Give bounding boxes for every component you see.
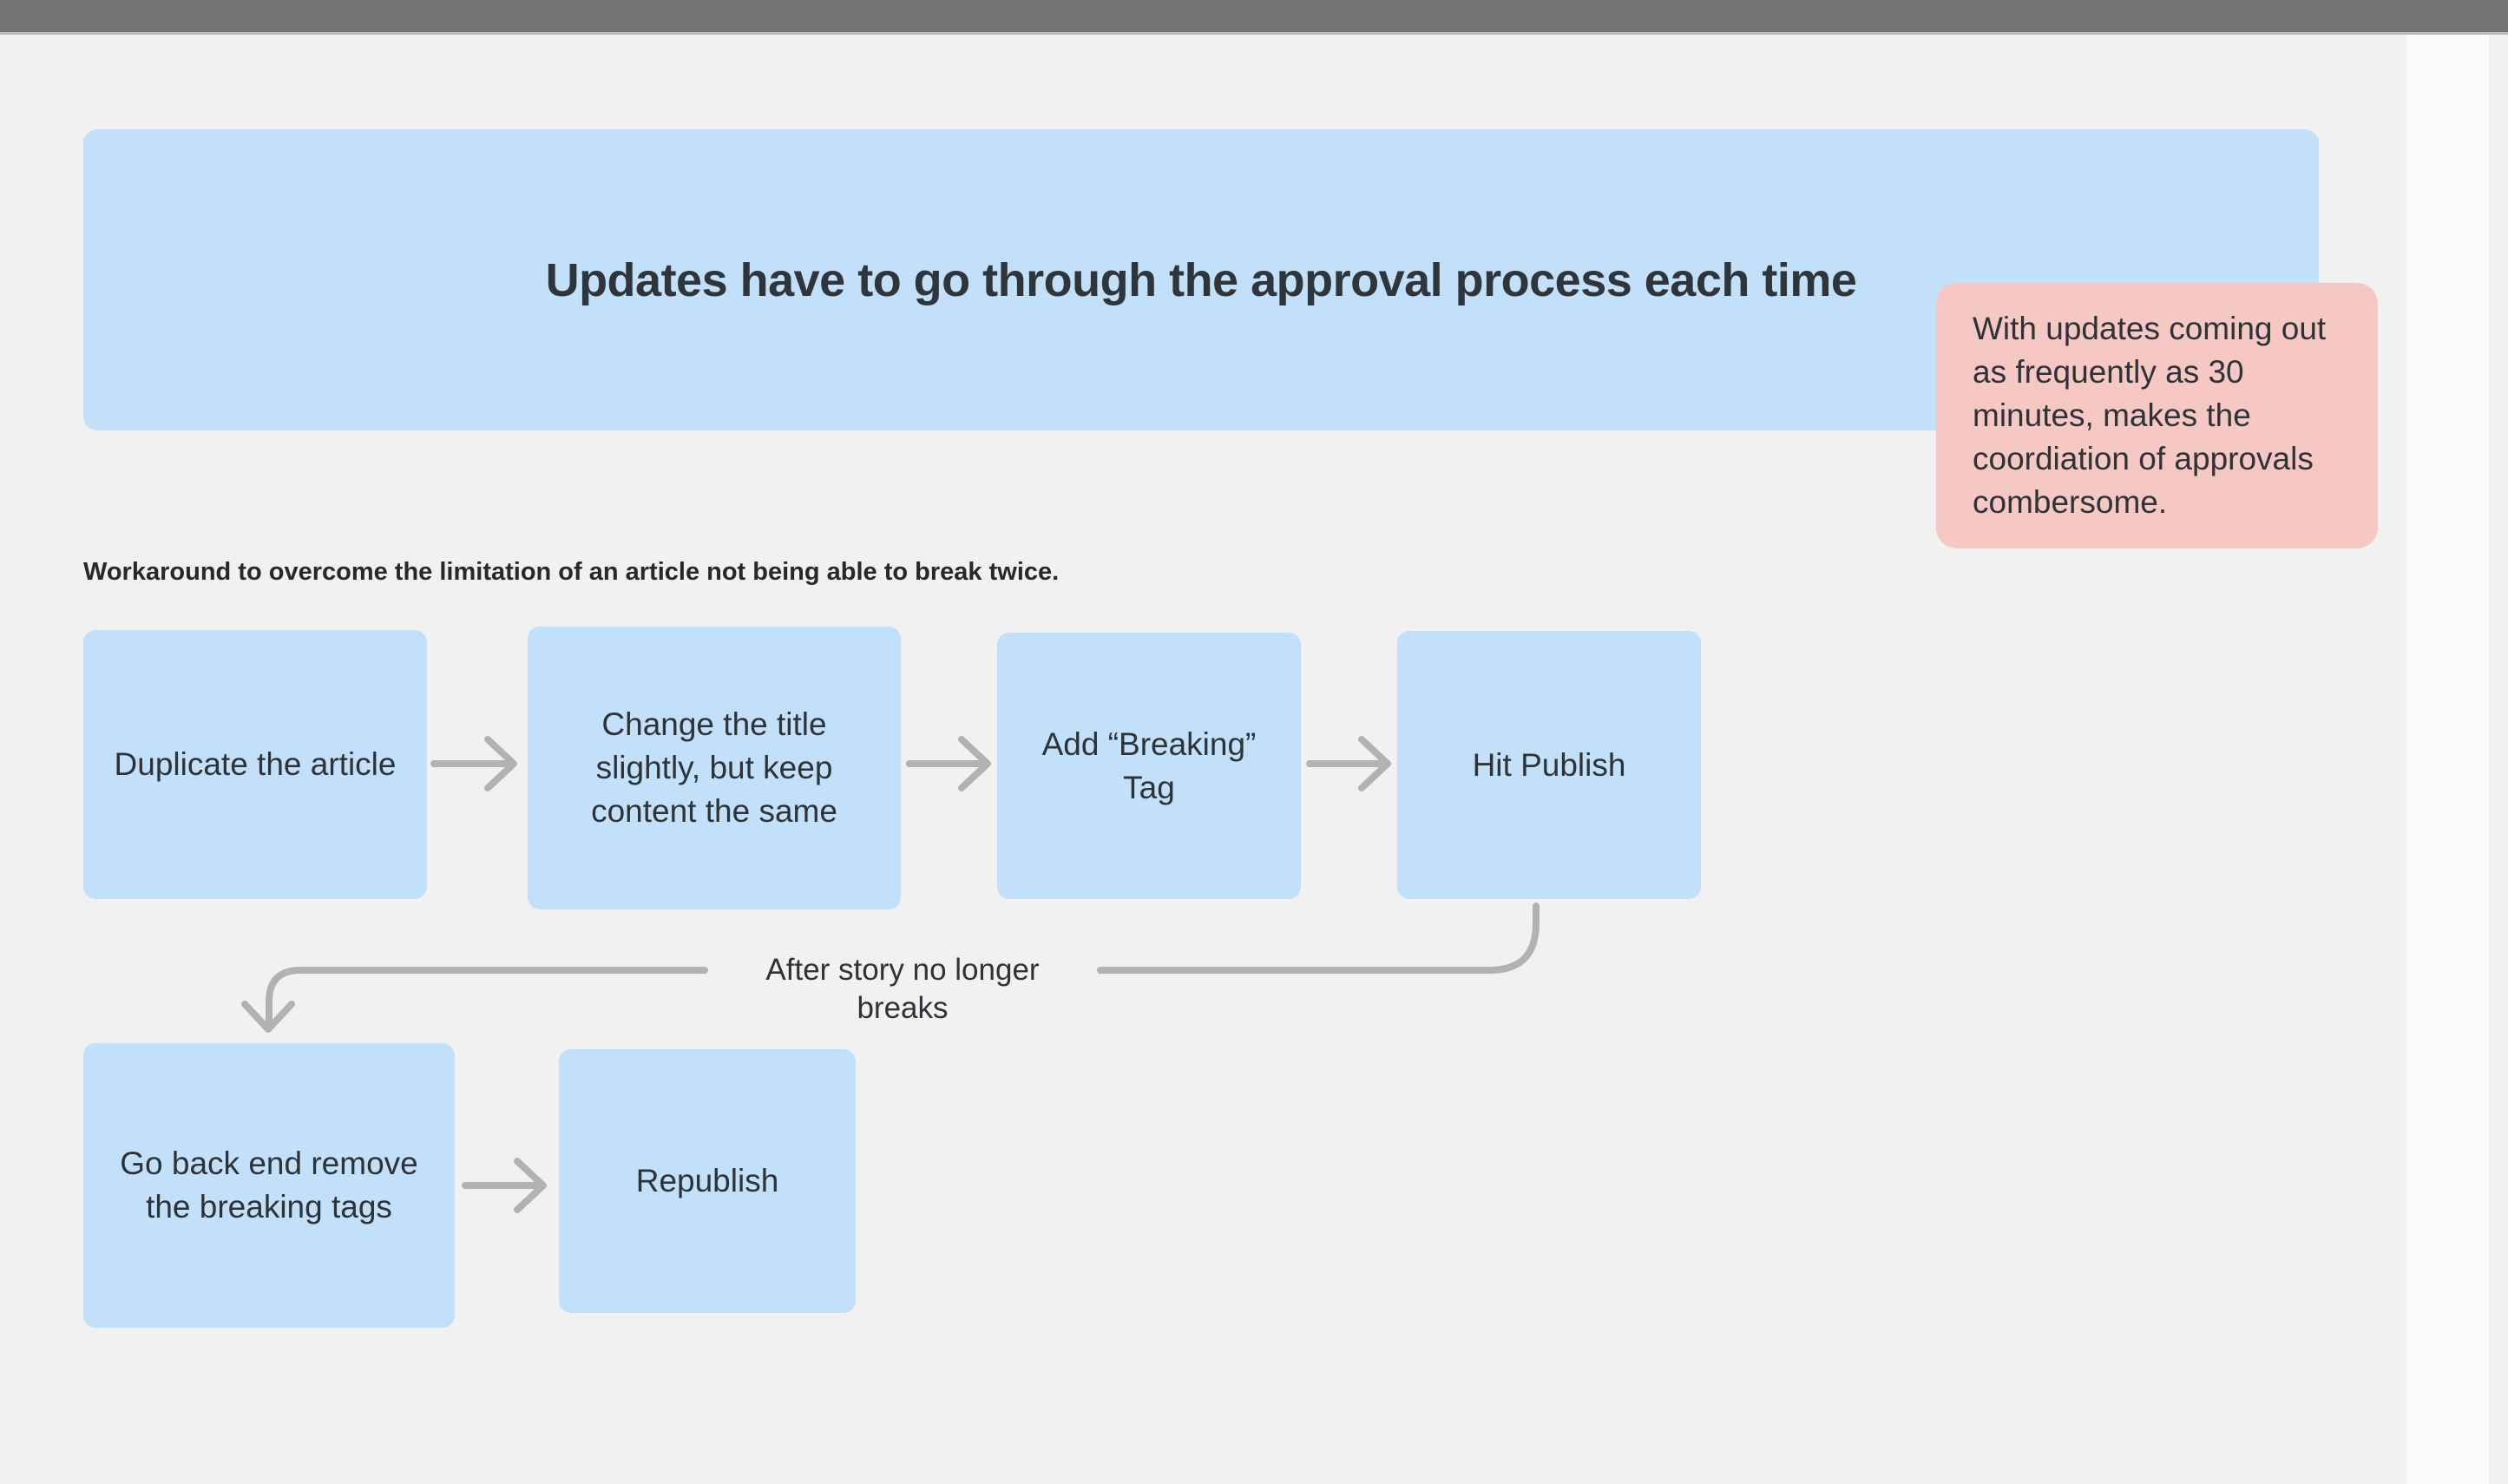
- flow-step-hit-publish[interactable]: Hit Publish: [1397, 631, 1701, 899]
- banner-title-text: Updates have to go through the approval …: [545, 253, 1857, 306]
- flow-step-remove-breaking-tags[interactable]: Go back end remove the breaking tags: [83, 1043, 455, 1328]
- whiteboard-canvas: Updates have to go through the approval …: [0, 35, 2508, 1484]
- flow-step-change-title[interactable]: Change the title slightly, but keep cont…: [528, 627, 901, 909]
- loop-connector-arrow[interactable]: [241, 903, 1540, 1033]
- sticky-note-text: With updates coming out as frequently as…: [1973, 311, 2327, 520]
- flow-step-label: Add “Breaking” Tag: [1041, 726, 1257, 805]
- sticky-note[interactable]: With updates coming out as frequently as…: [1936, 283, 2378, 548]
- arrow-right-1[interactable]: [430, 736, 517, 791]
- flow-step-label: Go back end remove the breaking tags: [120, 1146, 418, 1225]
- loop-connector-label: After story no longer breaks: [765, 953, 1040, 1025]
- flow-step-label: Change the title slightly, but keep cont…: [591, 706, 837, 829]
- workaround-heading: Workaround to overcome the limitation of…: [83, 558, 1060, 586]
- arrow-right-4[interactable]: [462, 1158, 547, 1213]
- flow-step-duplicate-article[interactable]: Duplicate the article: [83, 630, 427, 899]
- connector-layer: [241, 736, 1540, 1213]
- flow-step-republish[interactable]: Republish: [559, 1049, 856, 1313]
- window-top-bar: [0, 0, 2508, 35]
- flow-step-label: Hit Publish: [1472, 746, 1626, 783]
- scrollbar-gutter: [2406, 35, 2489, 1484]
- arrow-right-2[interactable]: [906, 736, 991, 791]
- flow-step-label: Republish: [635, 1163, 779, 1198]
- flow-step-add-breaking-tag[interactable]: Add “Breaking” Tag: [997, 633, 1301, 899]
- flow-step-label: Duplicate the article: [114, 746, 397, 782]
- arrow-right-3[interactable]: [1306, 736, 1391, 791]
